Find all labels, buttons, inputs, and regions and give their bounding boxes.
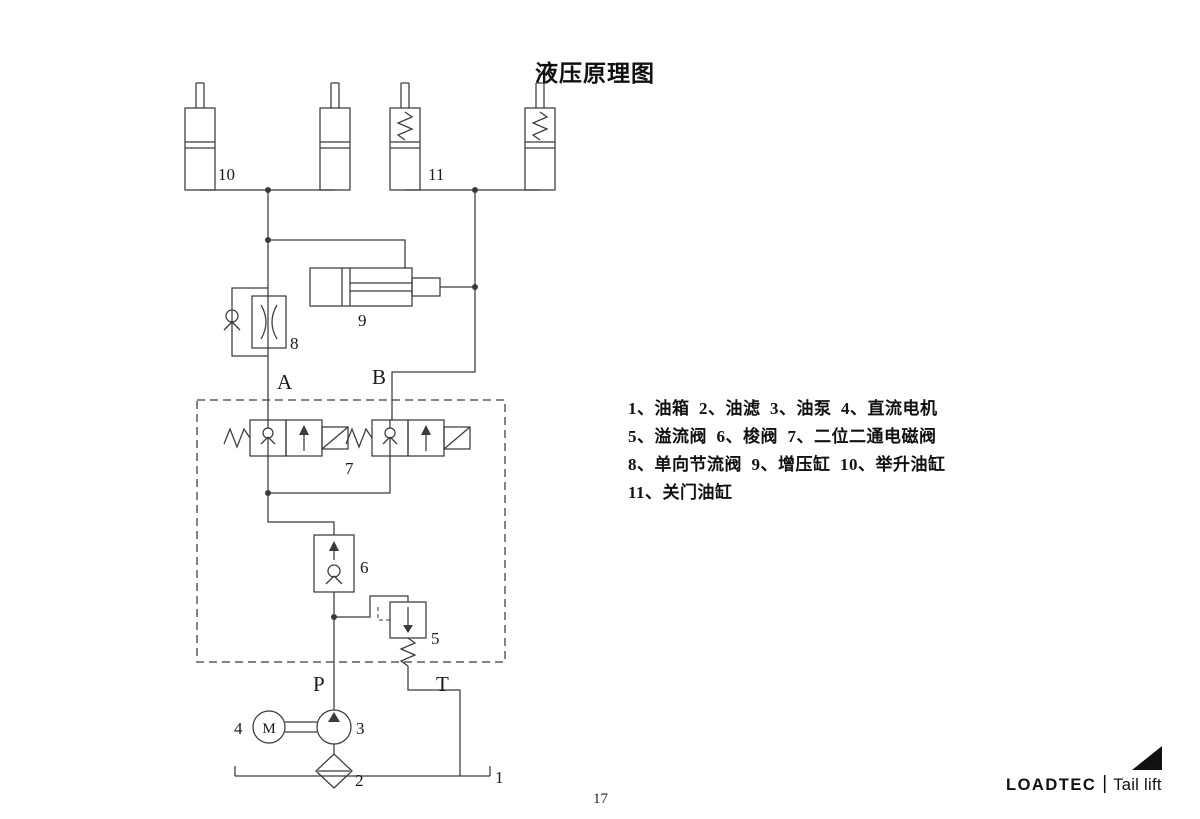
piston-rod: [400, 82, 410, 108]
booster-cylinder: [309, 267, 441, 307]
piston: [525, 141, 555, 149]
solenoid-box: [443, 426, 471, 450]
logo-triangle-icon: [1132, 746, 1162, 770]
pilot-line: [377, 604, 390, 621]
shaft-coupling: [285, 721, 317, 733]
brand-name: LOADTEC: [1006, 775, 1097, 794]
valve-spring: [223, 427, 251, 449]
relief-valve: [377, 601, 427, 667]
legend-line-4: 11、关门油缸: [628, 483, 733, 502]
check-ball: [327, 564, 341, 578]
label-filter: 2: [355, 771, 364, 790]
solenoid-valve-a: [223, 419, 349, 457]
ball-seat-symbol: [384, 427, 396, 439]
junction-dot: [331, 614, 337, 620]
pump-flow-triangle: [328, 712, 340, 722]
product-name: Tail lift: [1113, 775, 1162, 794]
filter-diamond: [315, 753, 353, 789]
label-relief-valve: 5: [431, 629, 440, 648]
shuttle-valve: [313, 534, 355, 593]
manifold-boundary: [196, 399, 506, 663]
oil-filter: [315, 753, 353, 789]
return-spring: [531, 111, 549, 141]
one-way-throttle-valve: [223, 287, 287, 357]
label-port-a: A: [277, 370, 293, 394]
label-solenoid-valve: 7: [345, 459, 354, 478]
piping: [200, 187, 540, 777]
lift-cylinder-right: [319, 82, 351, 191]
junction-dot: [472, 187, 478, 193]
label-throttle-valve: 8: [290, 334, 299, 353]
piston: [185, 141, 215, 149]
throttle-box: [251, 295, 287, 349]
piston-rod: [195, 82, 205, 108]
label-pump: 3: [356, 719, 365, 738]
junction-dot: [265, 237, 271, 243]
pump-circle: [316, 709, 352, 745]
hydraulic-pump: [316, 709, 352, 745]
page-number: 17: [593, 791, 608, 807]
motor-letter: M: [262, 721, 275, 737]
piston: [320, 141, 350, 149]
brand-logo: LOADTEC | Tail lift: [1006, 773, 1162, 797]
junction-dot: [265, 187, 271, 193]
label-port-p: P: [313, 672, 325, 696]
piston-rod: [330, 82, 340, 108]
diagram-labels: 10 11 9 8 A B 7 6 5 P T 4 3 2 1: [218, 165, 504, 790]
label-check-valve: 6: [360, 558, 369, 577]
close-cylinder-left: [389, 82, 421, 191]
relief-spring: [399, 637, 417, 667]
component-legend: 1、油箱 2、油滤 3、油泵 4、直流电机 5、溢流阀 6、梭阀 7、二位二通电…: [628, 395, 946, 507]
check-seat: [325, 575, 343, 585]
motor-circle: [252, 710, 286, 744]
label-close-cylinder: 11: [428, 165, 444, 184]
return-spring: [396, 111, 414, 141]
lift-cylinder-left: [184, 82, 216, 191]
throttle-symbol: [260, 304, 278, 340]
label-booster: 9: [358, 311, 367, 330]
label-port-b: B: [372, 365, 386, 389]
valve-spring: [345, 427, 373, 449]
junction-dot: [265, 490, 271, 496]
solenoid-valve-b: [345, 419, 471, 457]
page-title: 液压原理图: [535, 60, 655, 86]
label-lift-cylinder: 10: [218, 165, 235, 184]
piston-rod: [535, 82, 545, 108]
booster-small-bore: [411, 277, 441, 297]
label-tank: 1: [495, 768, 504, 787]
cylinder-body: [184, 107, 216, 191]
close-cylinder-right: [524, 82, 556, 191]
valve-box: [313, 534, 355, 593]
legend-line-3: 8、单向节流阀 9、增压缸 10、举升油缸: [628, 455, 946, 474]
legend-line-2: 5、溢流阀 6、梭阀 7、二位二通电磁阀: [628, 427, 937, 446]
booster-piston: [341, 268, 351, 306]
booster-rod: [350, 282, 412, 292]
piston: [390, 141, 420, 149]
legend-line-1: 1、油箱 2、油滤 3、油泵 4、直流电机: [628, 399, 938, 418]
ball-seat-symbol: [262, 427, 274, 439]
brand-separator: |: [1102, 773, 1108, 794]
junction-dot: [472, 284, 478, 290]
cylinder-body: [319, 107, 351, 191]
dc-motor: M: [252, 710, 317, 744]
booster-body: [309, 267, 413, 307]
label-motor: 4: [234, 719, 243, 738]
label-port-t: T: [436, 672, 449, 696]
check-seat: [223, 321, 241, 331]
